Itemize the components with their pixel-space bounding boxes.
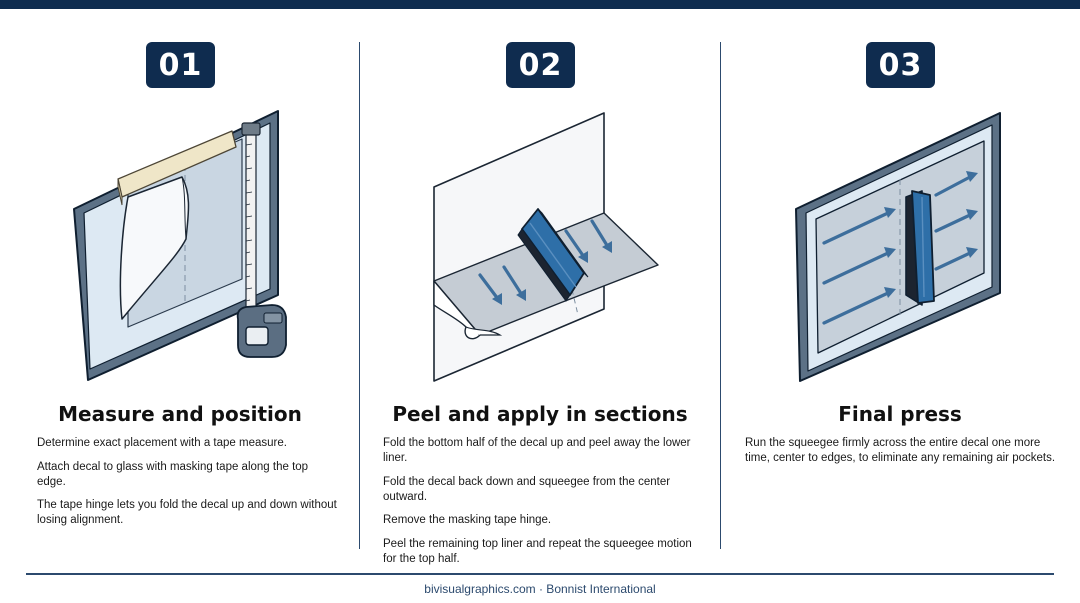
step-3-instructions: Run the squeegee firmly across the entir… <box>745 436 1063 475</box>
top-bar <box>0 0 1080 9</box>
step-1-number-badge: 01 <box>146 42 215 88</box>
step-1-panel: 01 <box>10 0 350 560</box>
decal-sheet <box>815 140 985 354</box>
instruction-item: Determine exact placement with a tape me… <box>37 437 287 449</box>
step-2-panel: 02 Peel and apply in sections Fold the b… <box>370 0 710 565</box>
column-divider <box>359 42 360 549</box>
step-3-number: 03 <box>878 47 923 83</box>
footer-rule <box>26 573 1054 575</box>
instruction-item: Attach decal to glass with masking tape … <box>37 460 309 488</box>
step-1-title: Measure and position <box>58 402 302 426</box>
column-divider <box>720 42 721 549</box>
instruction-item: Run the squeegee firmly across the entir… <box>745 437 1056 464</box>
step-2-title: Peel and apply in sections <box>392 402 688 426</box>
step-3-illustration <box>795 112 1001 382</box>
step-3-panel: 03 Final press Run the squeegee firmly a… <box>730 0 1070 560</box>
step-2-number: 02 <box>518 47 563 83</box>
squeegee-icon <box>905 190 935 306</box>
tape-measure-strip <box>241 122 261 316</box>
squeegee-icon <box>517 208 589 302</box>
step-2-instructions: Fold the bottom half of the decal up and… <box>383 436 703 575</box>
step-1-instructions: Determine exact placement with a tape me… <box>37 436 337 537</box>
footer-credit: bivisualgraphics.com · Bonnist Internati… <box>424 582 656 596</box>
step-1-number: 01 <box>158 47 203 83</box>
step-3-number-badge: 03 <box>866 42 935 88</box>
arrow-icon <box>822 171 978 325</box>
step-1-illustration <box>73 110 287 381</box>
instruction-item: Fold the bottom half of the decal up and… <box>383 437 691 464</box>
instruction-item: Fold the decal back down and squeegee fr… <box>383 475 671 503</box>
arrow-icon <box>478 219 612 305</box>
step-2-illustration <box>433 112 659 382</box>
step-2-number-badge: 02 <box>506 42 575 88</box>
instruction-item: Peel the remaining top liner and repeat … <box>383 537 692 565</box>
masking-tape-icon <box>117 130 237 206</box>
tape-measure-icon <box>236 304 287 358</box>
peeled-decal-corner <box>119 176 190 320</box>
instruction-item: The tape hinge lets you fold the decal u… <box>37 499 337 526</box>
step-3-title: Final press <box>838 402 962 426</box>
instruction-item: Remove the masking tape hinge. <box>383 514 552 526</box>
